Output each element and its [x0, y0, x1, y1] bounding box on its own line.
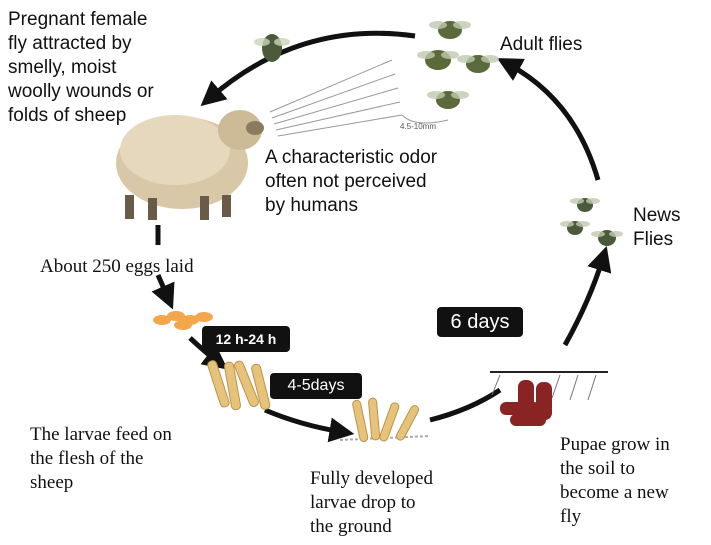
- larva-duration-badge: 4-5days: [270, 373, 362, 399]
- adult-flies-label: Adult flies: [500, 33, 582, 57]
- arrow-larvae-to-ground: [265, 410, 342, 432]
- arrow-ground-to-pupae: [430, 390, 500, 420]
- larvae-drop-label: Fully developed larvae drop to the groun…: [310, 467, 500, 539]
- odor-label: A characteristic odor often not perceive…: [265, 146, 485, 218]
- arrow-adult-to-sheep: [210, 33, 415, 98]
- news-flies-label: News Flies: [633, 204, 681, 252]
- odor-lines: [270, 60, 402, 136]
- pregnant-female-label: Pregnant female fly attracted by smelly,…: [8, 8, 208, 128]
- arrow-pupae-to-newflies: [565, 258, 603, 345]
- larvae-feeding-illustration: [207, 360, 271, 411]
- egg-duration-badge: 12 h-24 h: [202, 326, 290, 352]
- pupae-illustration: [490, 372, 608, 426]
- arrow-newflies-to-adult: [508, 64, 598, 180]
- larvae-ground-illustration: [340, 398, 430, 443]
- larvae-feed-label: The larvae feed on the flesh of the shee…: [30, 423, 240, 495]
- fly-size-label: 4.5-10mm: [400, 122, 436, 132]
- fly-icon: [254, 34, 290, 62]
- pupa-duration-badge: 6 days: [437, 307, 523, 337]
- pupae-grow-label: Pupae grow in the soil to become a new f…: [560, 433, 710, 529]
- new-flies-illustration: [560, 198, 623, 246]
- adult-flies-illustration: [417, 21, 499, 109]
- eggs-laid-label: About 250 eggs laid: [40, 255, 194, 279]
